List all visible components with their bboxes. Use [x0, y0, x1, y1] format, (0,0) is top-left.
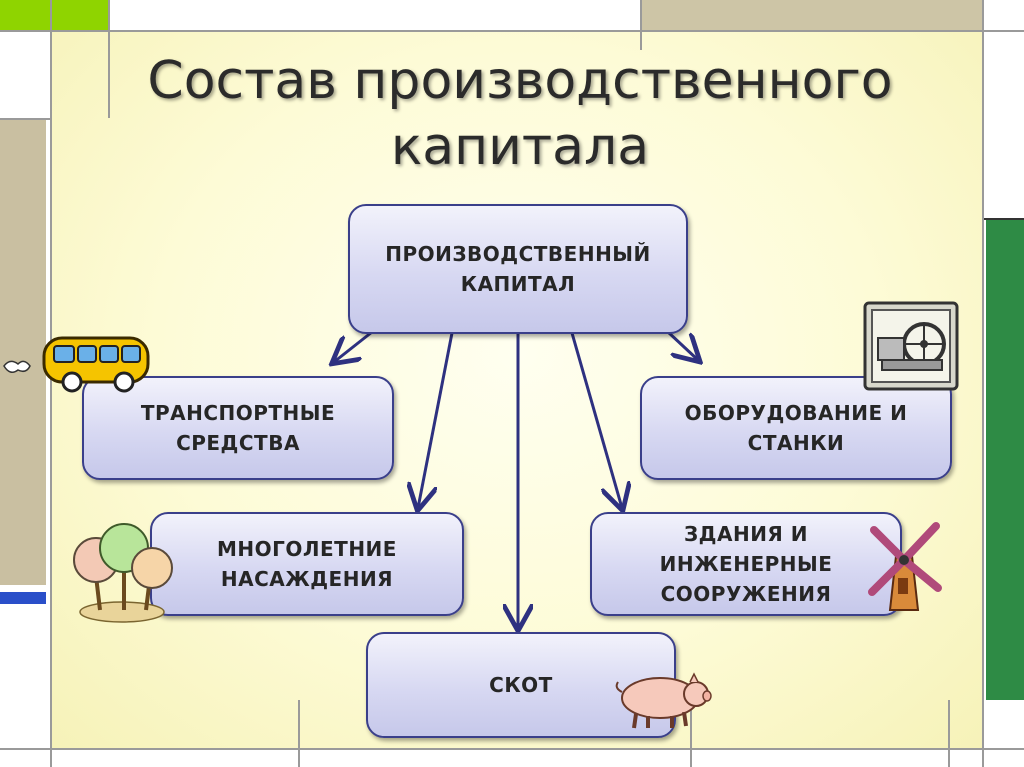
frame-line	[108, 0, 110, 118]
arrow-to-buildings	[570, 332, 622, 508]
frame-line	[982, 0, 984, 767]
frame-line	[0, 30, 1024, 32]
windmill-icon	[868, 522, 942, 611]
arrow-to-plantings	[418, 332, 454, 508]
node-buildings: ЗДАНИЯ И ИНЖЕНЕРНЫЕ СООРУЖЕНИЯ	[590, 512, 902, 616]
bus-icon	[3, 336, 150, 393]
node-transport: ТРАНСПОРТНЫЕ СРЕДСТВА	[82, 376, 394, 480]
frame-line	[0, 118, 52, 120]
frame-blue-bar	[0, 592, 46, 604]
frame-green-block	[0, 0, 108, 30]
node-livestock: СКОТ	[366, 632, 676, 738]
arrow-to-transport	[334, 330, 373, 362]
arrow-to-equipment	[666, 330, 698, 360]
engine-icon	[863, 301, 959, 391]
frame-tan-block-left	[0, 120, 46, 585]
frame-line	[298, 700, 300, 767]
frame-line	[984, 218, 1024, 220]
frame-line	[690, 700, 692, 767]
frame-line	[640, 0, 642, 50]
frame-green-block-right	[986, 220, 1024, 700]
pig-icon	[615, 672, 712, 729]
frame-line	[50, 0, 52, 767]
trees-icon	[73, 523, 173, 623]
slide-title: Состав производственного капитала	[147, 51, 893, 177]
node-equipment: ОБОРУДОВАНИЕ И СТАНКИ	[640, 376, 952, 480]
frame-tan-block-top	[642, 0, 982, 32]
frame-line	[948, 700, 950, 767]
frame-line	[0, 748, 1024, 750]
node-plantings: МНОГОЛЕТНИЕ НАСАЖДЕНИЯ	[150, 512, 464, 616]
node-production-capital: ПРОИЗВОДСТВЕННЫЙ КАПИТАЛ	[348, 204, 688, 334]
